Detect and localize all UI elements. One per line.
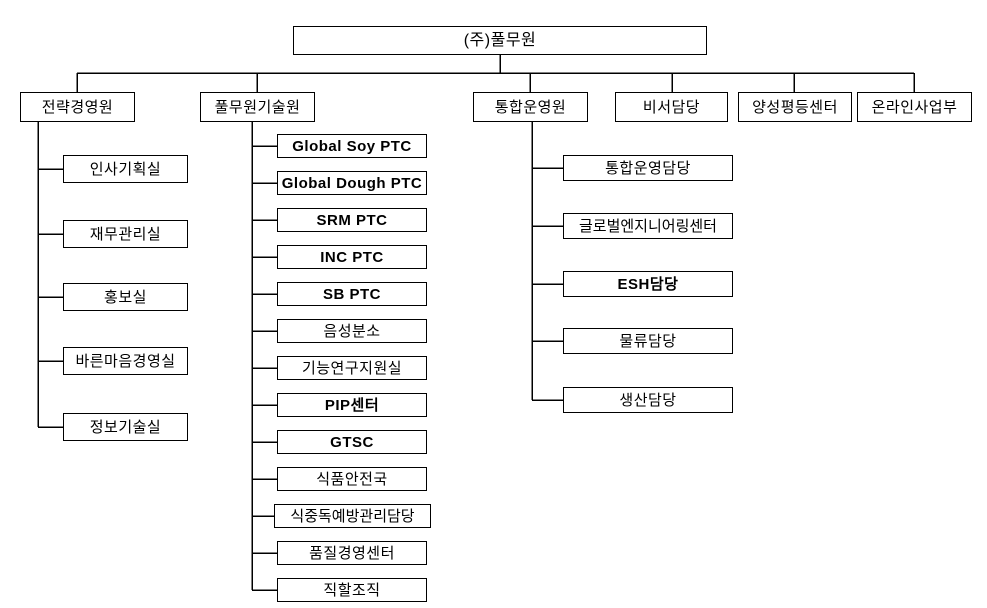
- org-node-dept: 정보기술실: [63, 413, 188, 441]
- org-node-dept: 식중독예방관리담당: [274, 504, 431, 528]
- org-node-dept: 통합운영담당: [563, 155, 733, 181]
- org-node-dept: 인사기획실: [63, 155, 188, 183]
- org-node-division-6: 온라인사업부: [857, 92, 972, 122]
- org-node-division-3: 통합운영원: [473, 92, 588, 122]
- org-node-dept: SRM PTC: [277, 208, 427, 232]
- org-node-dept: SB PTC: [277, 282, 427, 306]
- org-node-division-5: 양성평등센터: [738, 92, 852, 122]
- org-node-division-4: 비서담당: [615, 92, 728, 122]
- org-node-dept: 바른마음경영실: [63, 347, 188, 375]
- org-node-dept: 식품안전국: [277, 467, 427, 491]
- org-node-dept: 품질경영센터: [277, 541, 427, 565]
- org-node-dept: 글로벌엔지니어링센터: [563, 213, 733, 239]
- org-node-division-1: 전략경영원: [20, 92, 135, 122]
- org-node-company: (주)풀무원: [293, 26, 707, 55]
- org-node-dept: INC PTC: [277, 245, 427, 269]
- org-node-dept: 생산담당: [563, 387, 733, 413]
- org-node-dept: Global Soy PTC: [277, 134, 427, 158]
- org-node-dept: 기능연구지원실: [277, 356, 427, 380]
- org-node-dept: 홍보실: [63, 283, 188, 311]
- org-node-dept: GTSC: [277, 430, 427, 454]
- org-node-dept: 음성분소: [277, 319, 427, 343]
- org-node-dept: 물류담당: [563, 328, 733, 354]
- org-node-division-2: 풀무원기술원: [200, 92, 315, 122]
- org-node-dept: 직할조직: [277, 578, 427, 602]
- org-node-dept: ESH담당: [563, 271, 733, 297]
- org-node-dept: 재무관리실: [63, 220, 188, 248]
- org-node-dept: PIP센터: [277, 393, 427, 417]
- org-node-dept: Global Dough PTC: [277, 171, 427, 195]
